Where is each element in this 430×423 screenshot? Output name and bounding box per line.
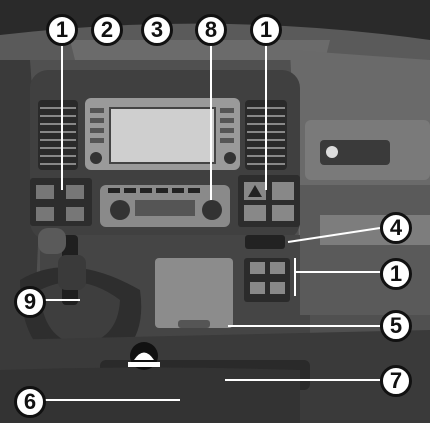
callout-label: 1: [55, 17, 69, 42]
callout-label: 6: [23, 389, 37, 414]
callout-1-right: 1: [250, 14, 282, 46]
callout-8: 8: [195, 14, 227, 46]
callout-2: 2: [91, 14, 123, 46]
callout-label: 3: [150, 17, 164, 42]
callout-label: 4: [389, 215, 403, 240]
callout-label: 5: [389, 313, 403, 338]
callout-label: 7: [389, 368, 403, 393]
callout-6: 6: [14, 386, 46, 418]
hazard-triangle-icon: [248, 185, 262, 197]
callout-label: 1: [259, 17, 273, 42]
callout-7: 7: [380, 365, 412, 397]
callout-label: 1: [389, 261, 403, 286]
callout-4: 4: [380, 212, 412, 244]
callout-5: 5: [380, 310, 412, 342]
screen-icon: [109, 107, 216, 164]
callout-label: 9: [23, 289, 37, 314]
callout-label: 8: [204, 17, 218, 42]
callout-1-lower: 1: [380, 258, 412, 290]
watermark-logo-icon: [128, 342, 160, 370]
callout-3: 3: [141, 14, 173, 46]
callout-9: 9: [14, 286, 46, 318]
callout-label: 2: [100, 17, 114, 42]
callout-1-left: 1: [46, 14, 78, 46]
